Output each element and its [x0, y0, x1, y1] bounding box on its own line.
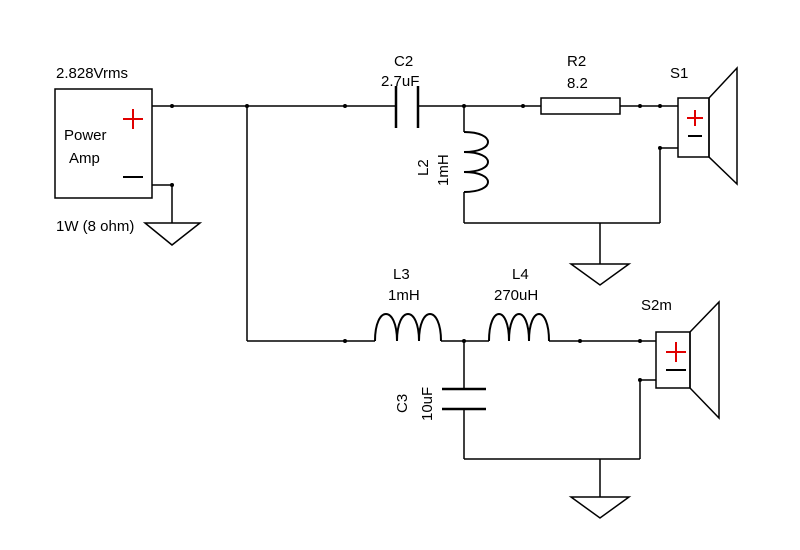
- ground-icon: [568, 496, 632, 519]
- l2-value-label: 1mH: [435, 154, 452, 186]
- l3-coil: [374, 313, 442, 342]
- s2-ref-label: S2m: [641, 297, 672, 314]
- resistor-icon[interactable]: [540, 97, 621, 115]
- node-dot: [638, 339, 642, 343]
- s2-cone: [689, 300, 720, 420]
- r2-value-label: 8.2: [567, 75, 588, 92]
- l4-coil: [488, 313, 550, 342]
- r2-body: [540, 97, 621, 115]
- l2-coil: [463, 131, 489, 193]
- l2-ref-label: L2: [415, 159, 432, 176]
- node-dot: [638, 104, 642, 108]
- node-dot: [658, 104, 662, 108]
- amp-name-line2: Amp: [69, 150, 100, 167]
- s1-magnet: [677, 97, 710, 158]
- s2-minus-wire: [639, 379, 656, 459]
- c3-ref-label: C3: [394, 394, 411, 413]
- l4-value-label: 270uH: [494, 287, 538, 304]
- c2-ref-label: C2: [394, 53, 413, 70]
- l3-value-label: 1mH: [388, 287, 420, 304]
- capacitor-icon[interactable]: [394, 86, 420, 128]
- node-dot: [521, 104, 525, 108]
- power-amp-body: [54, 88, 153, 199]
- node-dot: [245, 104, 249, 108]
- inductor-icon[interactable]: [488, 313, 550, 342]
- ground-icon: [142, 222, 203, 246]
- amp-power-label: 1W (8 ohm): [56, 218, 134, 235]
- s1-cone: [708, 66, 738, 186]
- amp-voltage-label: 2.828Vrms: [56, 65, 128, 82]
- node-dot: [343, 104, 347, 108]
- amp-ground-wire: [152, 184, 173, 223]
- speaker-icon[interactable]: [655, 300, 720, 420]
- c2-value-label: 2.7uF: [381, 73, 419, 90]
- l4-ref-label: L4: [512, 266, 529, 283]
- amp-name-line1: Power: [64, 127, 107, 144]
- node-dot: [658, 146, 662, 150]
- r2-ref-label: R2: [567, 53, 586, 70]
- s1-minus-wire: [659, 147, 678, 223]
- power-amp-icon[interactable]: [54, 88, 153, 199]
- s2-magnet: [655, 331, 691, 389]
- node-dot: [343, 339, 347, 343]
- c3-value-label: 10uF: [419, 387, 436, 421]
- node-dot: [170, 183, 174, 187]
- inductor-icon[interactable]: [463, 131, 489, 193]
- speaker-icon[interactable]: [677, 66, 738, 186]
- inductor-icon[interactable]: [374, 313, 442, 342]
- s1-ref-label: S1: [670, 65, 688, 82]
- node-dot: [170, 104, 174, 108]
- capacitor-icon[interactable]: [442, 387, 486, 411]
- ground-icon: [568, 263, 632, 286]
- node-dot: [578, 339, 582, 343]
- node-dot: [638, 378, 642, 382]
- l3-ref-label: L3: [393, 266, 410, 283]
